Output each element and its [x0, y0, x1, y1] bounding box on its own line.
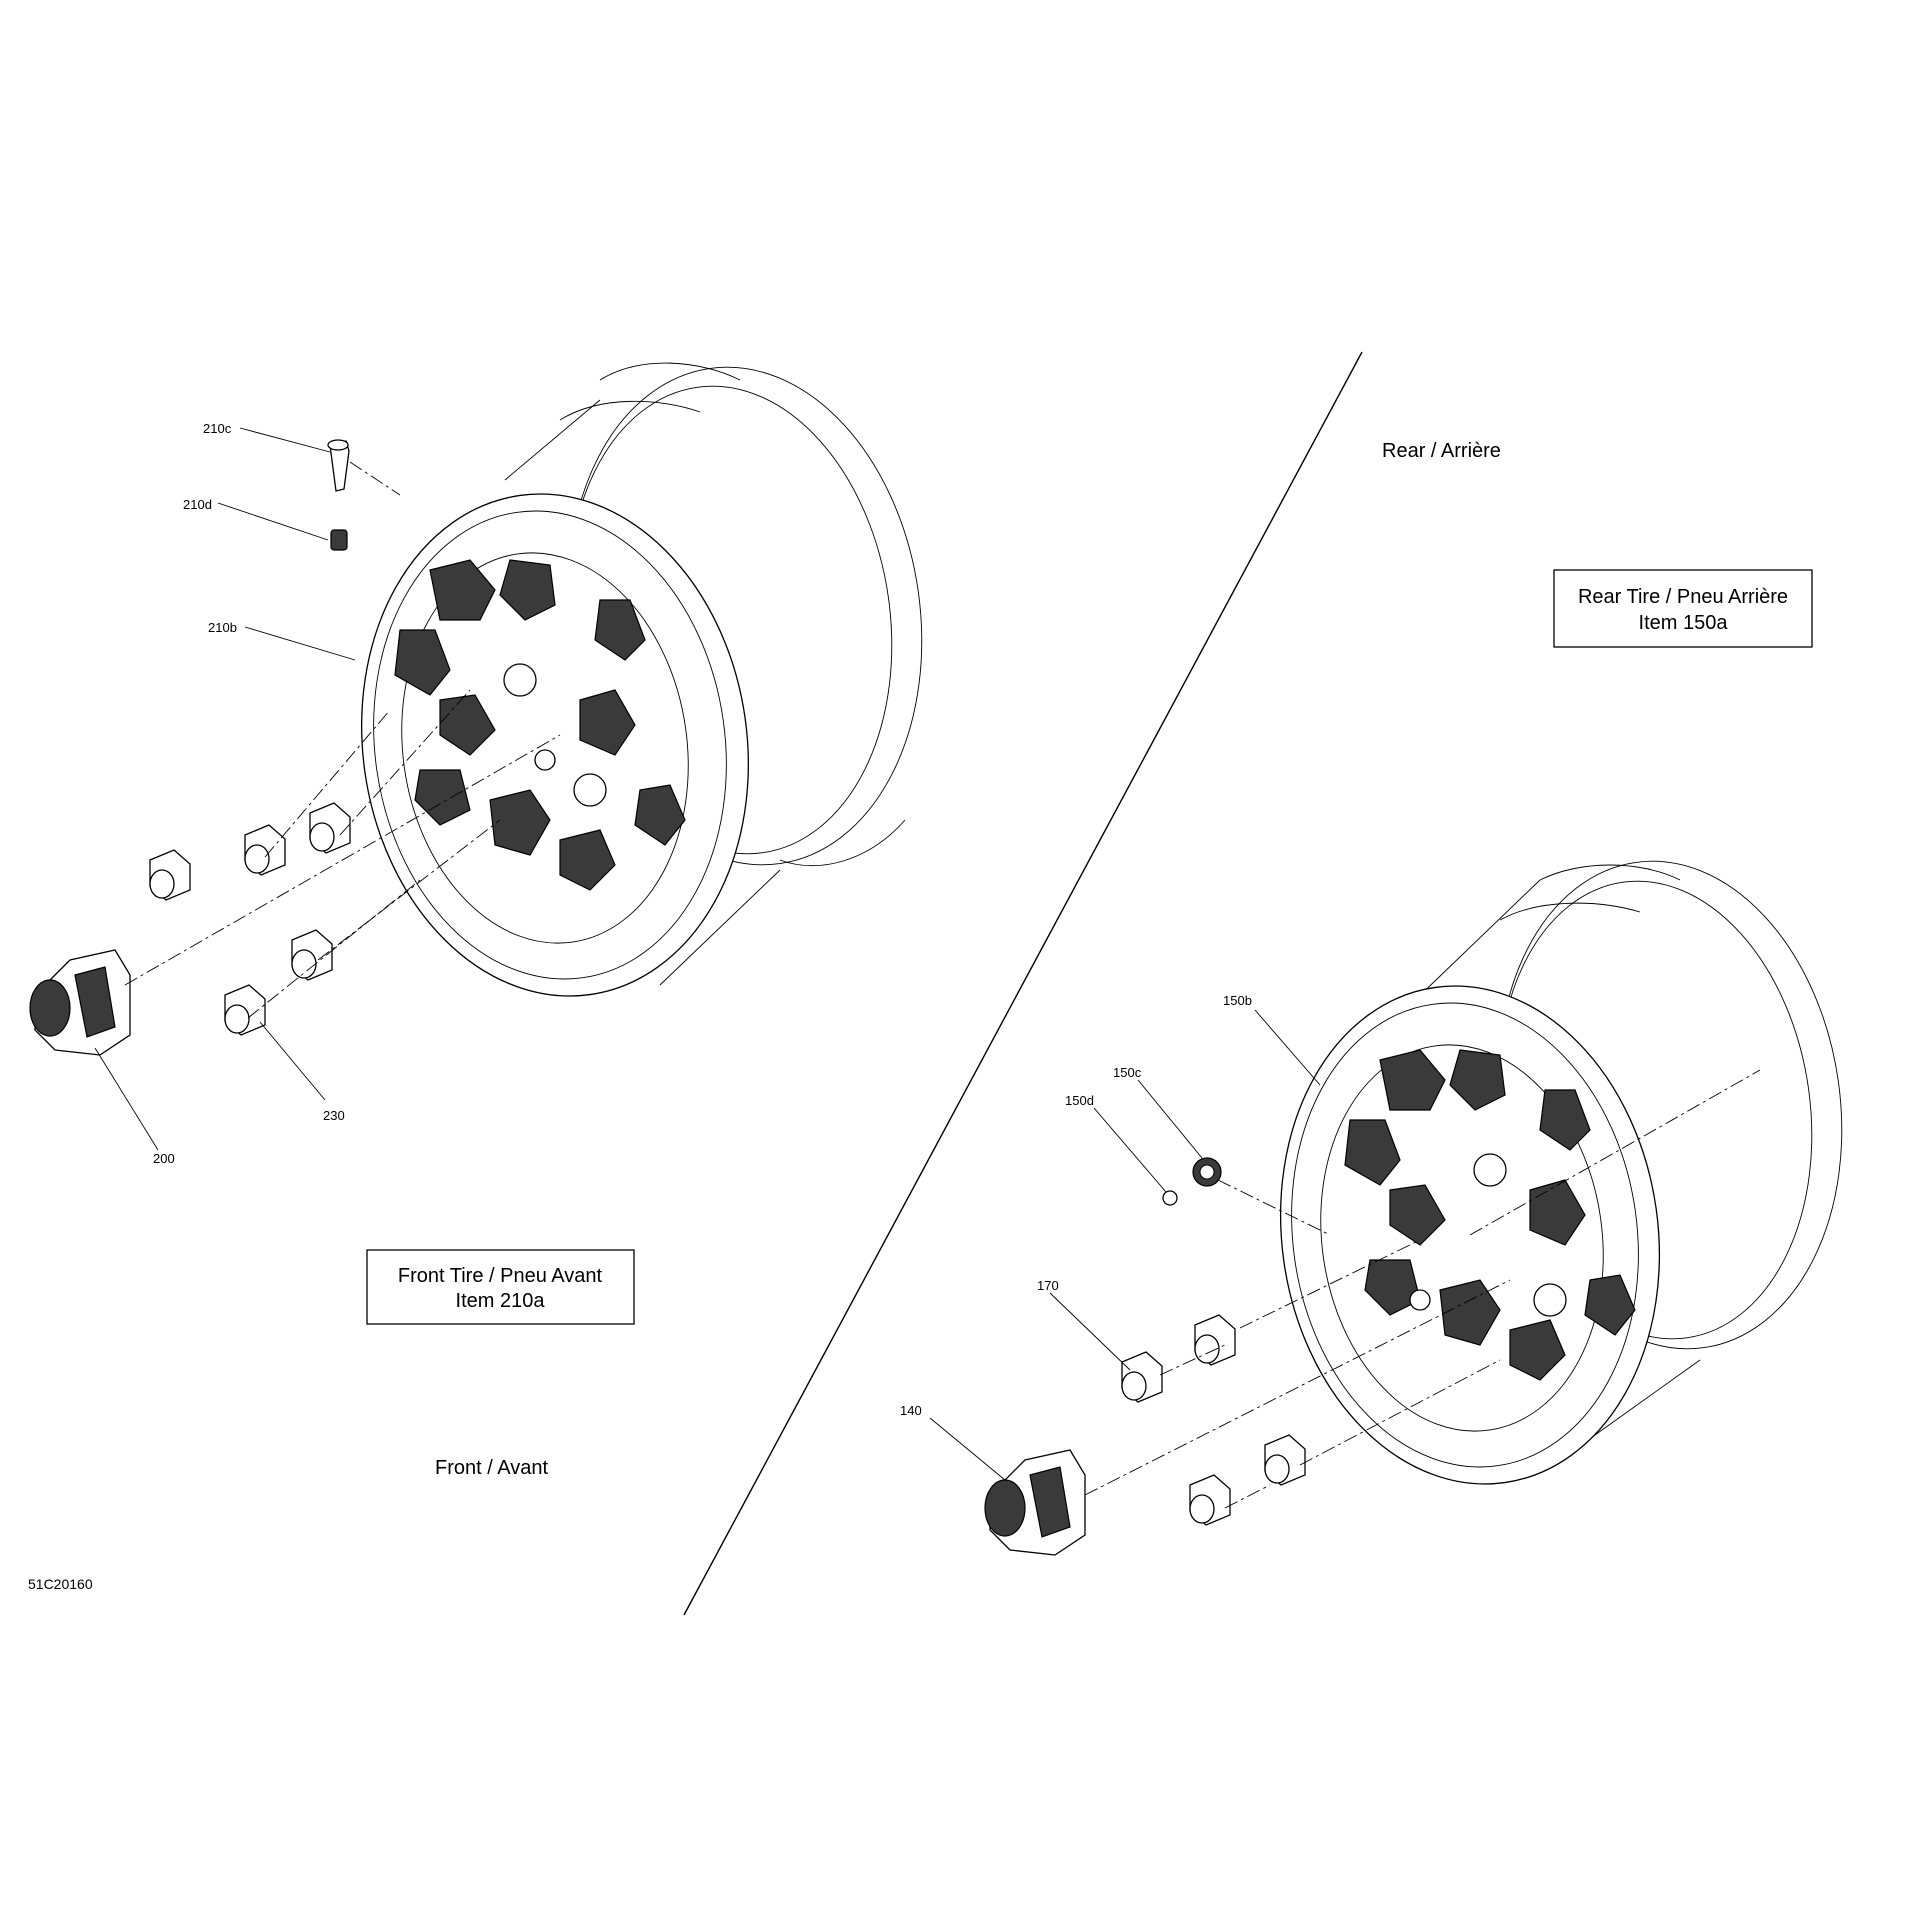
front-wheel-spokes: [394, 559, 686, 891]
front-tire-box-line2: Item 210a: [456, 1290, 546, 1312]
rear-wheel-rim: [1279, 860, 1843, 1485]
valve-stem-part: [327, 439, 350, 492]
rear-valve-grommet-part: [1192, 1157, 1222, 1187]
rear-lug-nuts: [1121, 1314, 1306, 1526]
valve-nut-part: [330, 529, 348, 551]
section-divider-line: [683, 351, 1363, 1616]
rear-valve-cap-part: [1162, 1190, 1178, 1206]
callout-200: 200: [153, 1151, 175, 1166]
rear-tire-box: Rear Tire / Pneu Arrière Item 150a: [1553, 569, 1813, 648]
section-title-rear: Rear / Arrière: [1382, 440, 1501, 462]
callout-140: 140: [900, 1403, 922, 1418]
callout-210c: 210c: [203, 421, 232, 436]
rear-tire-box-line1: Rear Tire / Pneu Arrière: [1578, 586, 1788, 608]
rear-wheel-spokes: [1344, 1049, 1636, 1381]
rear-hub-part: [984, 1449, 1086, 1556]
front-wheel-rim: [361, 362, 923, 997]
callout-150d: 150d: [1065, 1093, 1094, 1108]
section-title-front: Front / Avant: [435, 1457, 548, 1479]
rear-tire-box-line2: Item 150a: [1639, 612, 1729, 634]
front-lug-nuts: [149, 802, 351, 1036]
callout-210d: 210d: [183, 497, 212, 512]
callout-150b: 150b: [1223, 993, 1252, 1008]
callout-230: 230: [323, 1108, 345, 1123]
diagram-code: 51C20160: [28, 1576, 93, 1592]
front-tire-box-line1: Front Tire / Pneu Avant: [398, 1265, 603, 1287]
callout-170: 170: [1037, 1278, 1059, 1293]
front-tire-box: Front Tire / Pneu Avant Item 210a: [366, 1249, 635, 1325]
callout-210b: 210b: [208, 620, 237, 635]
front-hub-part: [29, 949, 131, 1056]
callout-150c: 150c: [1113, 1065, 1142, 1080]
